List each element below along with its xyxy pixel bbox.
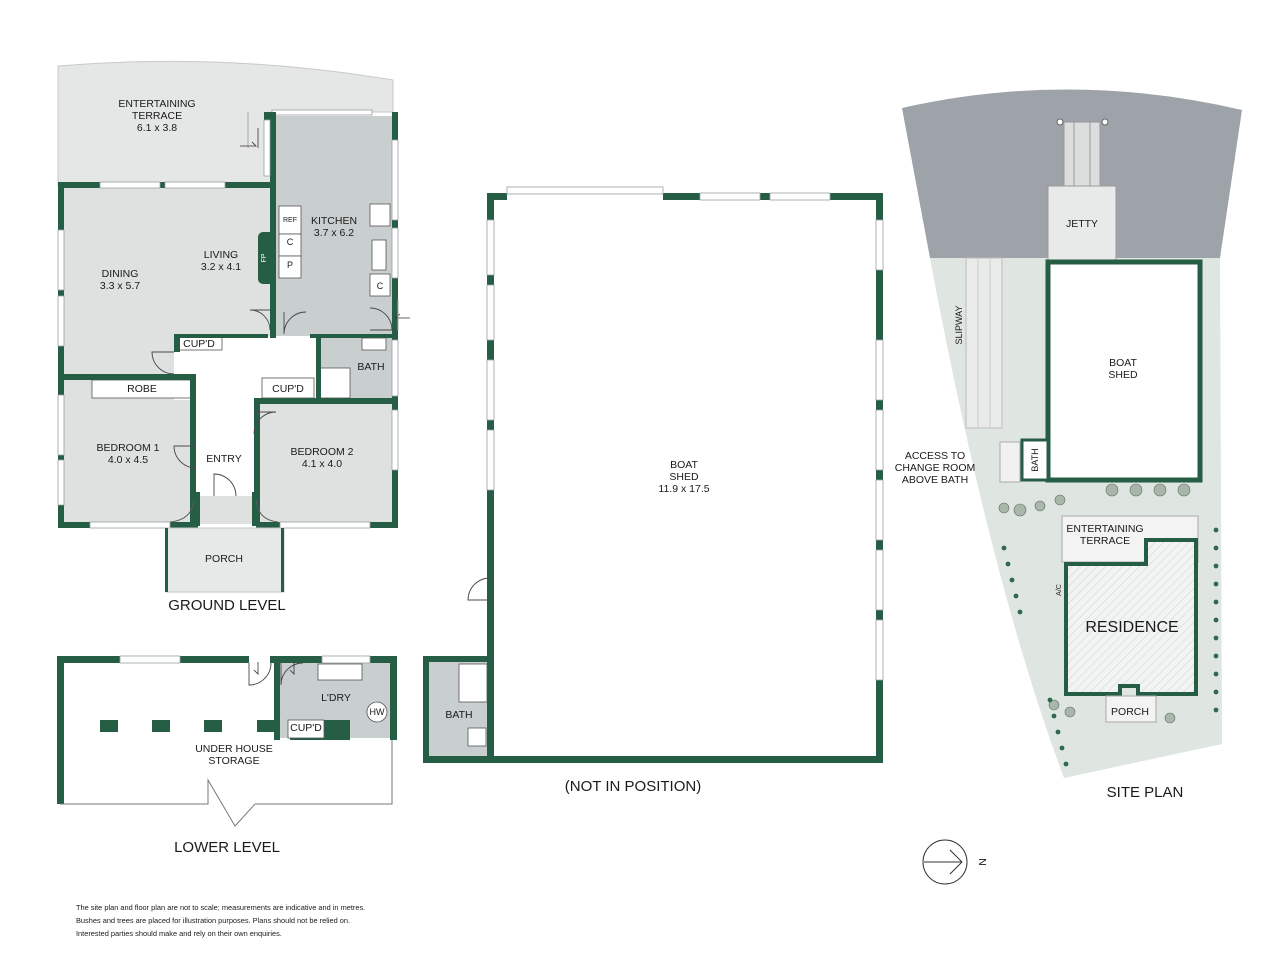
living-label: LIVING: [204, 249, 238, 261]
boat-shed-plan: BOAT SHED 11.9 x 17.5 BATH (NOT IN POSIT…: [423, 186, 884, 795]
living-dims: 3.2 x 4.1: [201, 261, 241, 273]
kitchen-label: KITCHEN: [311, 215, 357, 227]
bedroom-2-label: BEDROOM 2: [290, 446, 353, 458]
site-terrace-label-2: TERRACE: [1080, 535, 1130, 547]
bedroom-1-label: BEDROOM 1: [96, 442, 159, 454]
lower-level-title: LOWER LEVEL: [174, 839, 280, 856]
north-compass: N: [922, 839, 989, 885]
ground-level-plan: ENTERTAINING TERRACE 6.1 x 3.8 KITCHEN 3…: [57, 60, 410, 614]
jetty-label: JETTY: [1066, 218, 1098, 230]
robe-label: ROBE: [127, 383, 157, 395]
entertaining-terrace: [57, 60, 394, 187]
access-label-1: ACCESS TO: [905, 450, 965, 462]
site-boat-shed-label: BOAT: [1109, 357, 1137, 369]
disclaimer: The site plan and floor plan are not to …: [76, 903, 365, 938]
cupboard-c-label: C: [287, 237, 294, 247]
terrace-label: ENTERTAINING: [118, 98, 195, 110]
site-plan: JETTY SLIPWAY BOAT SHED BATH ACCESS TO C…: [895, 89, 1242, 801]
ac-label: A/C: [1056, 584, 1063, 596]
hot-water-label: HW: [370, 707, 385, 717]
access-label-2: CHANGE ROOM: [895, 462, 976, 474]
site-bath-label: BATH: [1030, 448, 1040, 471]
fridge-label: REF: [283, 217, 297, 224]
dining-dims: 3.3 x 5.7: [100, 280, 140, 292]
pantry-label: P: [287, 260, 293, 270]
boat-shed-dims: 11.9 x 17.5: [658, 483, 709, 495]
ground-level-title: GROUND LEVEL: [168, 597, 286, 614]
residence-footprint: [1064, 538, 1198, 696]
slipway-label: SLIPWAY: [954, 305, 964, 344]
storage-label: UNDER HOUSE: [195, 743, 273, 755]
dining-label: DINING: [102, 268, 139, 280]
site-porch-label: PORCH: [1111, 706, 1149, 718]
fireplace-label: FP: [261, 253, 268, 262]
boat-shed-bath-label: BATH: [445, 709, 472, 721]
site-plan-title: SITE PLAN: [1107, 784, 1184, 801]
jetty: [1047, 185, 1117, 261]
terrace-dims: 6.1 x 3.8: [137, 122, 177, 134]
disclaimer-line-2: Bushes and trees are placed for illustra…: [76, 916, 350, 925]
kitchen-dims: 3.7 x 6.2: [314, 227, 354, 239]
terrace-label-2: TERRACE: [132, 110, 182, 122]
bath-label: BATH: [357, 361, 384, 373]
cupboard-c-label-2: C: [377, 281, 384, 291]
cupboard-label-2: CUP'D: [272, 383, 304, 395]
site-trees: [998, 483, 1191, 724]
site-shrubs: [1001, 527, 1219, 767]
site-boat-shed-label-2: SHED: [1108, 369, 1138, 381]
storage-label-2: STORAGE: [208, 755, 259, 767]
porch-label: PORCH: [205, 553, 243, 565]
boat-shed-label-2: SHED: [669, 471, 699, 483]
access-label-3: ABOVE BATH: [902, 474, 968, 486]
lower-cupboard-label: CUP'D: [290, 722, 322, 734]
boat-shed-label: BOAT: [670, 459, 698, 471]
laundry-label: L'DRY: [321, 692, 351, 704]
bedroom-1-dims: 4.0 x 4.5: [108, 454, 148, 466]
site-terrace-label-1: ENTERTAINING: [1066, 523, 1143, 535]
site-boat-shed: [1045, 259, 1203, 483]
not-in-position-note: (NOT IN POSITION): [565, 778, 701, 795]
disclaimer-line-3: Interested parties should make and rely …: [76, 929, 282, 938]
disclaimer-line-1: The site plan and floor plan are not to …: [76, 903, 365, 912]
lower-level-plan: L'DRY HW CUP'D UNDER HOUSE STORAGE LOWER…: [57, 655, 397, 856]
north-label: N: [977, 858, 989, 866]
entry-label: ENTRY: [206, 453, 241, 465]
bedroom-2-dims: 4.1 x 4.0: [302, 458, 342, 470]
residence-label: RESIDENCE: [1085, 619, 1178, 636]
cupboard-label-1: CUP'D: [183, 338, 215, 350]
